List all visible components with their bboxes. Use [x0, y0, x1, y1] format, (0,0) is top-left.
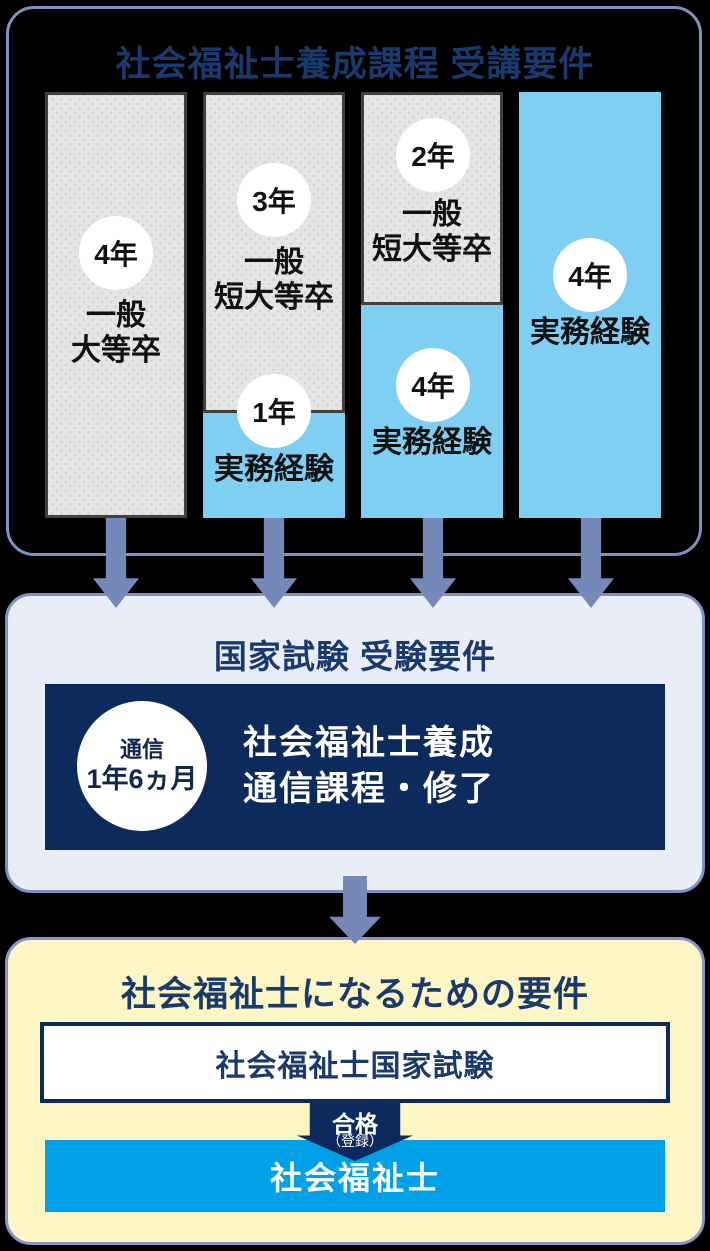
correspondence-text-line2: 通信課程・修了	[243, 770, 495, 808]
exam-requirement-title: 国家試験 受験要件	[213, 638, 497, 675]
column-3-label-line1: 一般	[402, 198, 462, 231]
column-4-year-text: 4年	[568, 261, 612, 292]
column-1-label: 一般 大等卒	[45, 298, 187, 368]
column-3-label-line2: 短大等卒	[372, 233, 492, 266]
column-2-junior-college	[203, 92, 345, 413]
column-4-label: 実務経験	[530, 316, 650, 349]
license-result-box: 社会福祉士	[45, 1140, 665, 1212]
column-1-label-line2: 大等卒	[71, 334, 161, 367]
column-4-year-badge: 4年	[553, 238, 627, 312]
course-panel-title: 社会福祉士養成課程 受講要件	[115, 45, 595, 84]
column-2-label-line2: 短大等卒	[214, 281, 334, 314]
column-3-year-text-bottom: 4年	[411, 371, 455, 402]
correspondence-duration-badge: 通信 1年6ヵ月	[77, 701, 207, 831]
correspondence-text-line1: 社会福祉士養成	[243, 724, 495, 762]
column-2-year-text-bottom: 1年	[252, 397, 296, 428]
column-1-label-line1: 一般	[86, 299, 146, 332]
correspondence-badge-line2: 1年6ヵ月	[86, 764, 198, 794]
column-3-label-bottom: 実務経験	[372, 426, 492, 459]
column-2-label-top: 一般 短大等卒	[203, 245, 345, 315]
column-3-year-badge-bottom: 4年	[396, 348, 470, 422]
column-2-label-line1: 一般	[244, 246, 304, 279]
column-2-year-badge-top: 3年	[237, 163, 311, 237]
correspondence-course-text: 社会福祉士養成 通信課程・修了	[243, 720, 663, 812]
national-exam-box: 社会福祉士国家試験	[40, 1022, 670, 1103]
column-2-label-bottom: 実務経験	[214, 453, 334, 486]
pass-label: 合格	[332, 1111, 378, 1137]
column-2-year-badge-bottom: 1年	[237, 374, 311, 448]
course-panel	[6, 6, 702, 556]
column-1-year-badge: 4年	[79, 216, 153, 290]
column-3-year-badge-top: 2年	[396, 118, 470, 192]
column-3-label-top: 一般 短大等卒	[361, 197, 503, 267]
column-2-year-text-top: 3年	[252, 186, 296, 217]
column-3-year-text-top: 2年	[411, 141, 455, 172]
license-requirement-title: 社会福祉士になるための要件	[120, 975, 589, 1014]
correspondence-badge-line1: 通信	[119, 737, 164, 762]
column-1-general-univ	[45, 92, 187, 518]
register-label: （登録）	[327, 1133, 383, 1149]
column-1-year-text: 4年	[94, 239, 138, 270]
